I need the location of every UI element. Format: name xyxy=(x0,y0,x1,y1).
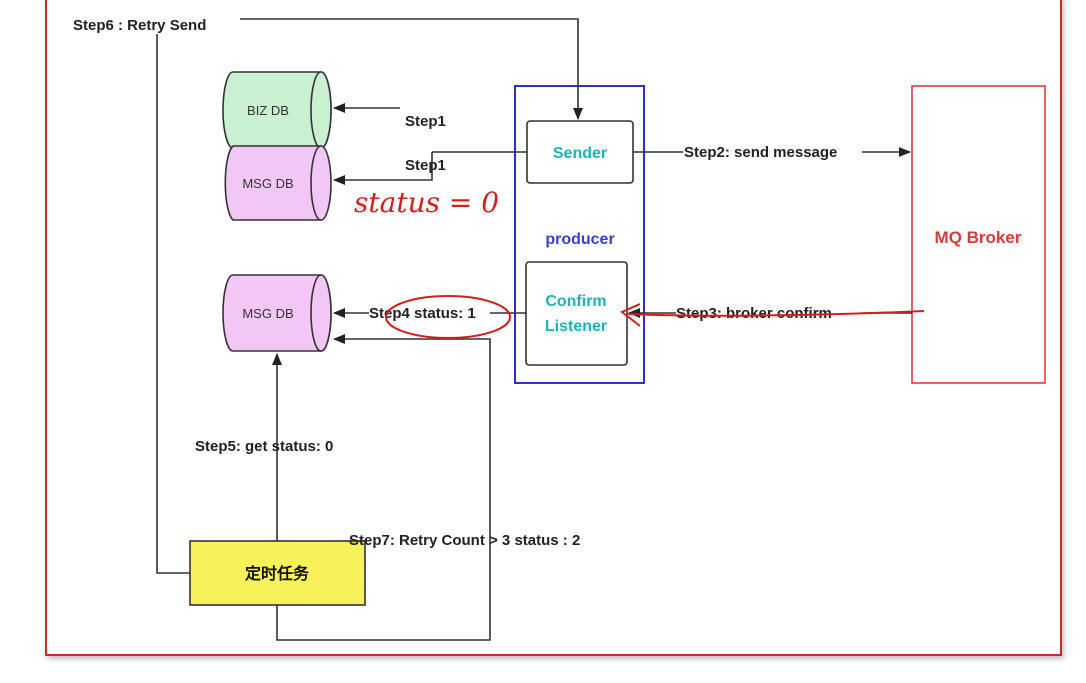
producer-container xyxy=(514,85,645,384)
step3-label: Step3: broker confirm xyxy=(676,305,832,322)
step6-label: Step6 : Retry Send xyxy=(73,17,206,34)
step7-return-path xyxy=(276,334,491,641)
step6-to-sender-arrow xyxy=(240,18,583,120)
mq-broker-box xyxy=(911,85,1046,384)
handwritten-arrow-step3 xyxy=(620,303,925,327)
step1-biz-label: Step1 xyxy=(405,113,446,130)
diagram-frame xyxy=(45,0,1062,656)
msg-db-bottom-cylinder: MSG DB xyxy=(222,274,332,352)
step7-label: Step7: Retry Count > 3 status : 2 xyxy=(349,532,580,549)
confirm-listener-box xyxy=(525,261,628,366)
step1-msg-label: Step1 xyxy=(405,157,446,174)
biz-db-label: BIZ DB xyxy=(247,103,289,118)
msg-db-top-label: MSG DB xyxy=(242,176,293,191)
sender-label: Sender xyxy=(553,145,607,162)
handwritten-circle-step4 xyxy=(385,295,511,339)
confirm-listener-label-1: Confirm xyxy=(545,293,606,310)
producer-label: producer xyxy=(545,231,614,248)
scheduled-task-label: 定时任务 xyxy=(244,564,310,583)
mq-broker-label: MQ Broker xyxy=(935,228,1022,247)
confirm-listener-label-2: Listener xyxy=(545,318,607,335)
step1-msg-arrow xyxy=(333,152,433,185)
msg-db-top-cylinder: MSG DB xyxy=(224,145,332,221)
step2-label: Step2: send message xyxy=(684,144,837,161)
step4-label: Step4 status: 1 xyxy=(369,305,476,322)
biz-db-cylinder: BIZ DB xyxy=(222,71,332,149)
step6-retry-path xyxy=(156,34,190,574)
handwritten-status-note: status = 0 xyxy=(354,186,499,219)
msg-db-bottom-label: MSG DB xyxy=(242,306,293,321)
step5-label: Step5: get status: 0 xyxy=(195,438,333,455)
